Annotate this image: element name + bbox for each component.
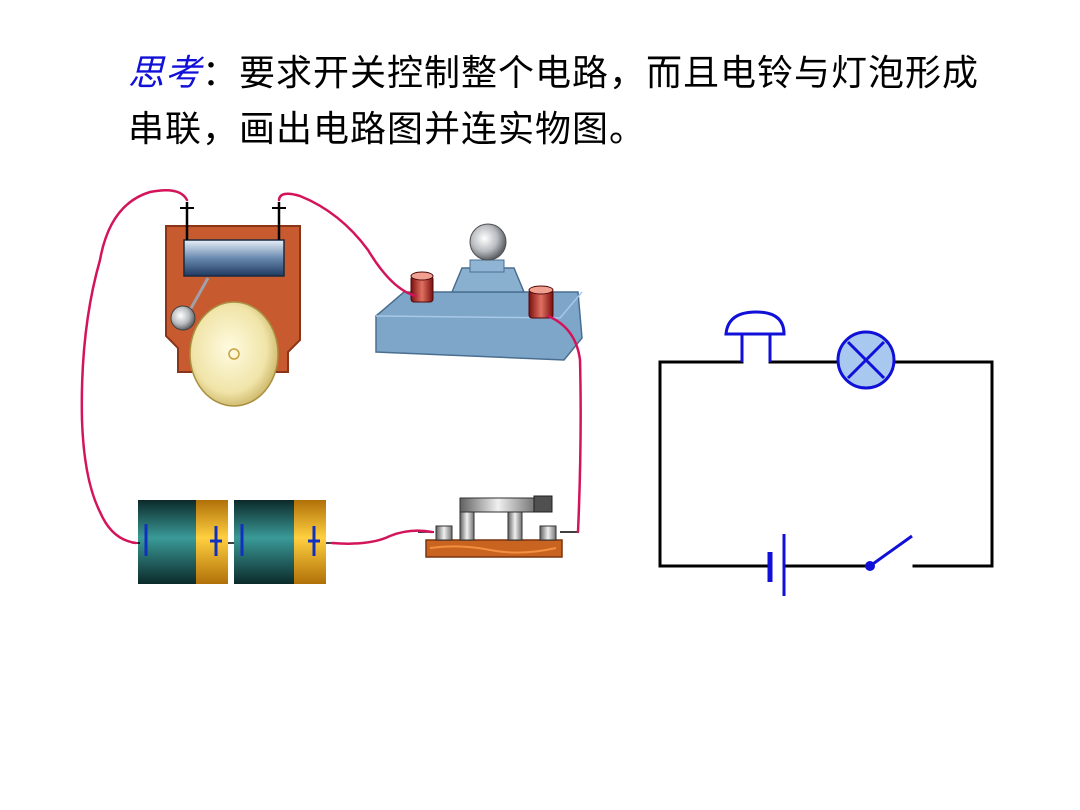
knife-switch-icon	[418, 495, 578, 558]
schematic-battery-symbol	[767, 534, 786, 596]
schematic-switch-symbol	[865, 534, 913, 571]
wire-bell-to-battery	[80, 189, 189, 545]
circuit-schematic	[658, 310, 994, 596]
electric-bell-icon	[165, 202, 301, 407]
question-text: 思考：要求开关控制整个电路，而且电铃与灯泡形成串联，画出电路图并连实物图。	[128, 46, 1008, 158]
question-colon: ：	[202, 53, 240, 94]
wire-bell-to-bulb	[277, 192, 418, 298]
question-body: 要求开关控制整个电路，而且电铃与灯泡形成串联，画出电路图并连实物图。	[128, 53, 980, 150]
schematic-bell-symbol	[724, 310, 786, 362]
connecting-wires	[80, 189, 582, 545]
light-bulb-icon	[375, 223, 583, 361]
wire-bulb-to-switch	[546, 314, 582, 534]
battery-icon	[132, 500, 334, 584]
schematic-lamp-symbol	[836, 330, 896, 390]
wire-battery-to-switch	[330, 529, 434, 545]
question-keyword: 思考	[128, 53, 203, 94]
